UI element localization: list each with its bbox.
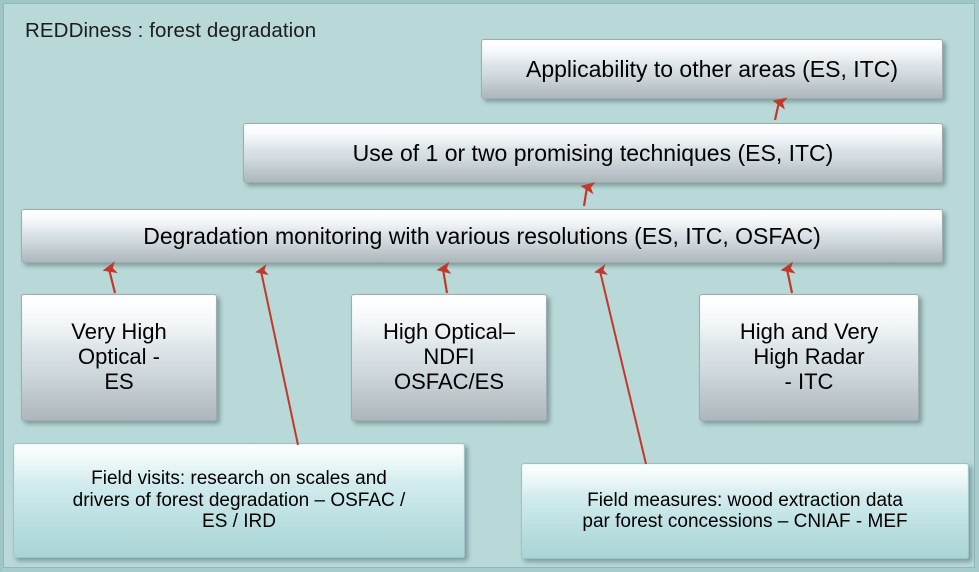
- line-3: OSFAC/ES: [393, 368, 505, 394]
- line-3: ES / IRD: [202, 511, 276, 533]
- line-2: High Radar: [753, 344, 865, 370]
- box-high-radar-text: High and Very High Radar - ITC: [720, 319, 898, 395]
- arrow-techniques-to-applicability: [772, 97, 788, 121]
- arrow-field-measures-to-degradation: [594, 263, 647, 465]
- box-applicability-to-other-areas[interactable]: Applicability to other areas (ES, ITC): [481, 39, 943, 99]
- line-2: drivers of forest degradation – OSFAC /: [72, 489, 406, 511]
- page-title: REDDiness : forest degradation: [25, 19, 317, 42]
- box-techniques-label: Use of 1 or two promising techniques (ES…: [352, 140, 834, 166]
- box-applicability-label: Applicability to other areas (ES, ITC): [526, 56, 898, 82]
- line-2: Optical -: [78, 344, 160, 370]
- box-degradation-label: Degradation monitoring with various reso…: [143, 223, 821, 249]
- line-1: Field visits: research on scales and: [91, 468, 387, 490]
- line-2: NDFI: [423, 344, 475, 370]
- arrow-high-optical-to-degradation: [436, 261, 452, 294]
- line-1: High Optical–: [382, 319, 516, 345]
- line-1: Very High: [71, 319, 167, 345]
- arrow-degradation-to-techniques: [580, 182, 596, 207]
- box-degradation-monitoring[interactable]: Degradation monitoring with various reso…: [21, 209, 943, 263]
- line-1: High and Very: [739, 319, 879, 345]
- line-3: ES: [104, 368, 134, 394]
- box-high-and-very-high-radar[interactable]: High and Very High Radar - ITC: [699, 294, 919, 421]
- arrow-very-high-optical-to-degradation: [102, 261, 118, 294]
- box-high-optical-ndfi[interactable]: High Optical– NDFI OSFAC/ES: [351, 294, 547, 421]
- box-high-optical-text: High Optical– NDFI OSFAC/ES: [363, 319, 535, 395]
- line-1: Field measures: wood extraction data: [587, 489, 903, 511]
- arrow-field-visits-to-degradation: [255, 264, 299, 446]
- box-promising-techniques[interactable]: Use of 1 or two promising techniques (ES…: [243, 123, 943, 183]
- line-2: par forest concessions – CNIAF - MEF: [582, 511, 908, 532]
- box-field-visits-text: Field visits: research on scales and dri…: [53, 468, 426, 532]
- box-field-measures-text: Field measures: wood extraction data par…: [562, 490, 927, 533]
- box-very-high-optical-text: Very High Optical - ES: [51, 319, 186, 395]
- box-field-visits[interactable]: Field visits: research on scales and dri…: [13, 443, 465, 558]
- arrow-high-radar-to-degradation: [780, 261, 796, 294]
- box-field-measures[interactable]: Field measures: wood extraction data par…: [521, 463, 969, 559]
- box-very-high-optical[interactable]: Very High Optical - ES: [21, 294, 217, 421]
- line-3: - ITC: [784, 368, 834, 394]
